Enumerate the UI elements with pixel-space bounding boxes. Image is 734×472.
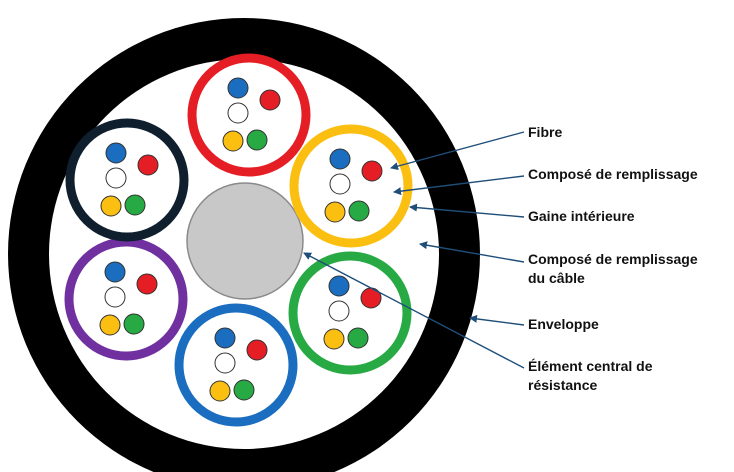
central-strength-member: [186, 182, 304, 300]
tube-green-group: [288, 251, 412, 375]
tube-blue-fiber-white: [214, 352, 236, 374]
tube-yellow-group: [289, 124, 413, 248]
leader-fibre: [390, 131, 525, 171]
tube-purple-fiber-green: [123, 313, 145, 335]
tube-navy-fiber-yellow: [100, 195, 122, 217]
tube-navy-fiber-green: [124, 194, 146, 216]
tube-blue-fiber-green: [233, 379, 255, 401]
tube-blue-fiber-blue: [214, 327, 236, 349]
leader-cable-filling: [419, 241, 525, 263]
tube-green-fiber-blue: [328, 275, 350, 297]
label-fibre: Fibre: [528, 123, 562, 142]
label-filling-compound: Composé de remplissage: [528, 165, 698, 184]
label-jacket-text: Enveloppe: [528, 316, 599, 332]
leader-strength-member: [303, 252, 525, 369]
tube-yellow-fiber-red: [361, 160, 383, 182]
tube-yellow-fiber-green: [348, 200, 370, 222]
tube-purple-fiber-white: [104, 286, 126, 308]
tube-red-inner-sheath: [187, 53, 311, 177]
label-cable-filling-line2: du câble: [528, 270, 585, 286]
tube-blue-inner-sheath: [174, 303, 298, 427]
label-fibre-text: Fibre: [528, 124, 563, 140]
tube-blue-fiber-yellow: [209, 380, 231, 402]
label-central-strength-member: Élément central de résistance: [528, 357, 653, 395]
tube-green-fiber-yellow: [323, 328, 345, 350]
tube-yellow-fiber-yellow: [324, 201, 346, 223]
label-inner-sheath-text: Gaine intérieure: [528, 208, 635, 224]
tube-navy-inner-sheath: [65, 118, 189, 242]
loose-tubes-group: [64, 53, 413, 427]
tube-navy-fiber-white: [105, 167, 127, 189]
tube-yellow-inner-sheath: [289, 124, 413, 248]
tube-red-fiber-red: [259, 89, 281, 111]
leader-lines-group: [303, 131, 525, 369]
leader-inner-sheath: [409, 203, 525, 218]
label-jacket: Enveloppe: [528, 315, 599, 334]
tube-red-fiber-yellow: [222, 130, 244, 152]
tube-blue-group: [174, 303, 298, 427]
tube-navy-group: [65, 118, 189, 242]
tube-navy-fiber-blue: [105, 142, 127, 164]
label-filling-compound-text: Composé de remplissage: [528, 166, 698, 182]
tube-purple-inner-sheath: [64, 237, 188, 361]
tube-purple-fiber-blue: [104, 261, 126, 283]
tube-yellow-fiber-white: [329, 173, 351, 195]
label-cable-filling-compound: Composé de remplissage du câble: [528, 250, 698, 288]
tube-red-fiber-white: [227, 102, 249, 124]
tube-red-fiber-green: [246, 129, 268, 151]
label-inner-sheath: Gaine intérieure: [528, 207, 635, 226]
tube-green-fiber-green: [347, 327, 369, 349]
label-strength-line1: Élément central de: [528, 358, 653, 374]
tube-yellow-fiber-blue: [329, 148, 351, 170]
leader-filling-compound: [393, 175, 525, 196]
tube-navy-fiber-red: [137, 154, 159, 176]
tube-green-fiber-white: [328, 300, 350, 322]
label-cable-filling-line1: Composé de remplissage: [528, 251, 698, 267]
tube-purple-fiber-red: [136, 273, 158, 295]
tube-red-fiber-blue: [227, 77, 249, 99]
tube-blue-fiber-red: [246, 339, 268, 361]
label-strength-line2: résistance: [528, 377, 598, 393]
tube-purple-fiber-yellow: [99, 314, 121, 336]
tube-purple-group: [64, 237, 188, 361]
tube-green-inner-sheath: [288, 251, 412, 375]
leader-jacket: [469, 314, 525, 326]
tube-red-group: [187, 53, 311, 177]
